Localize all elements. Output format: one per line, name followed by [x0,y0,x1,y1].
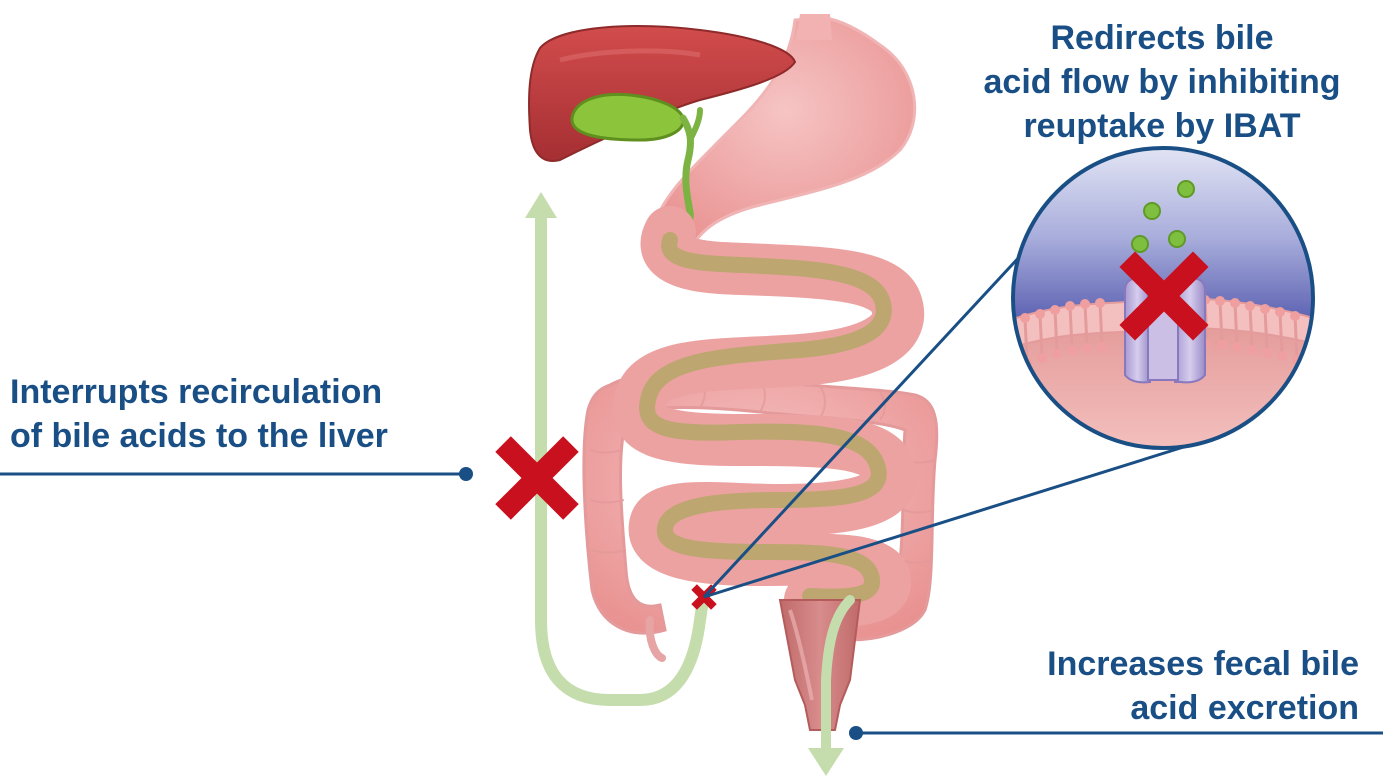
recirculation-leader [0,467,473,481]
callout-interrupts-recirculation: Interrupts recirculation of bile acids t… [10,370,388,458]
callout-line: reuptake by IBAT [942,104,1382,148]
callout-fecal-excretion: Increases fecal bile acid excretion [1047,642,1359,730]
leader-dot [849,726,863,740]
ibat-inset [1010,140,1320,458]
rectum [780,600,860,730]
callout-line: Redirects bile [942,16,1382,60]
callout-line: Interrupts recirculation [10,370,388,414]
callout-line: of bile acids to the liver [10,414,388,458]
callout-line: acid excretion [1047,686,1359,730]
callout-line: Increases fecal bile [1047,642,1359,686]
excretion-arrowhead [808,748,844,776]
callout-line: acid flow by inhibiting [942,60,1382,104]
callout-ibat-inhibition: Redirects bile acid flow by inhibiting r… [942,16,1382,148]
leader-dot [459,467,473,481]
return-arrowhead [525,192,557,218]
